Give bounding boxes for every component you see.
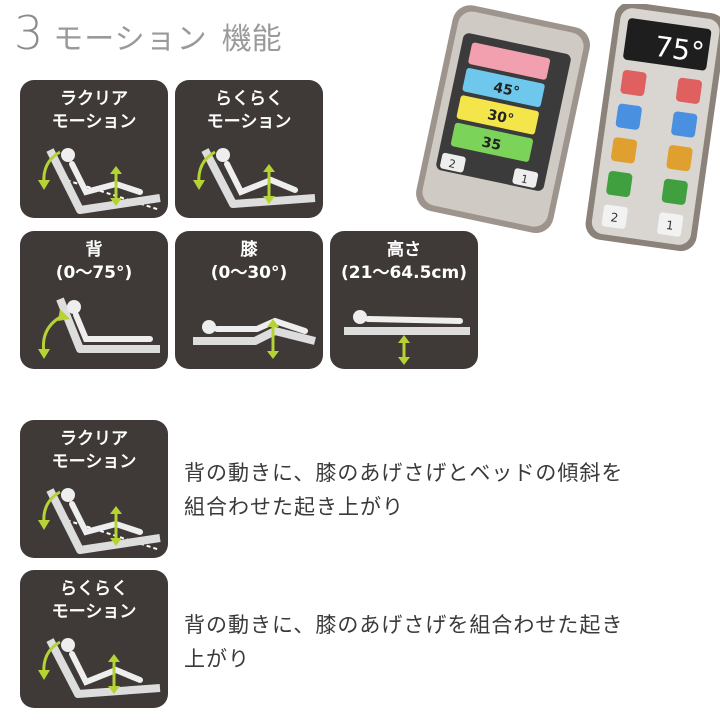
person-reclining-icon bbox=[193, 148, 316, 208]
section-number: 3 bbox=[14, 6, 44, 60]
tile-label: 背 (0〜75°) bbox=[55, 240, 133, 283]
feature-tile-raku-raku: らくらく モーション bbox=[20, 570, 168, 708]
page-title: 3 モーション 機能 bbox=[14, 6, 282, 66]
remote-right-button-1: 1 bbox=[665, 218, 675, 233]
tile-label: 膝 (0〜30°) bbox=[210, 240, 288, 283]
remote-left-button-2: 2 bbox=[447, 157, 457, 171]
remote-left-button-1: 1 bbox=[520, 172, 530, 186]
section-title: モーション bbox=[53, 22, 208, 57]
tile-label: らくらく モーション bbox=[206, 89, 292, 132]
remote-controls-image: 45° 30° 35 2 1 75° 2 1 bbox=[412, 1, 720, 254]
person-reclining-icon bbox=[38, 148, 161, 214]
feature-label: らくらく モーション bbox=[51, 579, 137, 622]
remote-angle-back: 45° bbox=[492, 80, 521, 101]
person-reclining-icon bbox=[38, 488, 161, 554]
remote-controls-illustration: 45° 30° 35 2 1 75° 2 1 bbox=[416, 1, 720, 252]
tile-label: ラクリア モーション bbox=[51, 89, 137, 132]
remote-right-button-2: 2 bbox=[610, 210, 620, 225]
person-lying-icon bbox=[344, 310, 470, 365]
feature-description: 背の動きに、膝のあげさげを組合わせた起き 上がり bbox=[184, 613, 624, 671]
tile-back: 背 (0〜75°) bbox=[20, 231, 168, 369]
tile-label: 高さ (21〜64.5cm) bbox=[341, 240, 467, 283]
feature-tile-raku-clear: ラクリア モーション bbox=[20, 420, 168, 558]
person-lying-icon bbox=[193, 317, 316, 359]
feature-label: ラクリア モーション bbox=[51, 429, 137, 472]
person-reclining-icon bbox=[38, 297, 160, 359]
remote-angle-knee: 30° bbox=[486, 107, 515, 128]
feature-description: 背の動きに、膝のあげさげとベッドの傾斜を 組合わせた起き上がり bbox=[184, 461, 624, 519]
section-subtitle: 機能 bbox=[221, 22, 282, 57]
tile-height: 高さ (21〜64.5cm) bbox=[330, 231, 478, 369]
person-reclining-icon bbox=[38, 638, 161, 698]
remote-height: 35 bbox=[480, 134, 502, 154]
tile-knee: 膝 (0〜30°) bbox=[175, 231, 323, 369]
remote-display-angle: 75° bbox=[653, 30, 707, 70]
tile-raku-clear-motion: ラクリア モーション bbox=[20, 80, 168, 218]
tile-raku-raku-motion: らくらく モーション bbox=[175, 80, 323, 218]
